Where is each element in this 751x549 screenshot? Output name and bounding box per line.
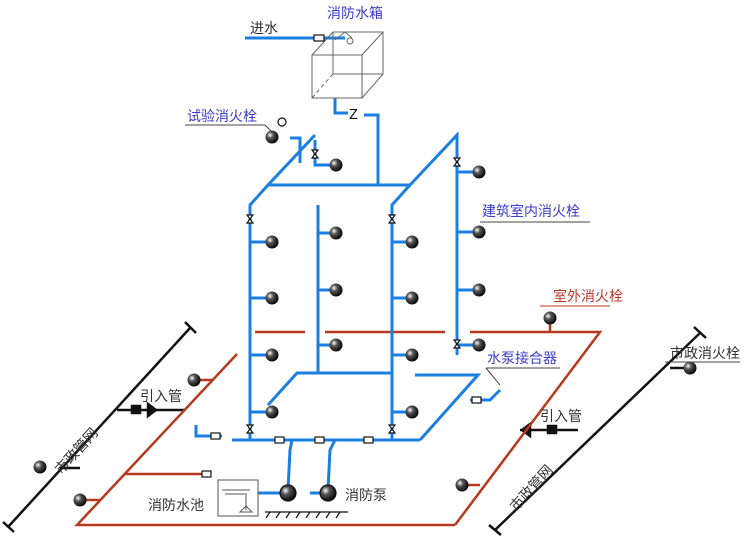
fire-pipes: [194, 36, 502, 495]
test-hydrant-label: 试验消火栓: [187, 109, 257, 125]
fire-pump-icons: [265, 484, 348, 519]
fire-tank: [311, 31, 384, 99]
fire-tank-label: 消防水箱: [327, 6, 383, 22]
water-in-label: 进水: [250, 21, 278, 37]
fire-pool-label: 消防水池: [148, 498, 204, 514]
check-valve-icon: Z: [349, 108, 358, 123]
fire-pump-label: 消防泵: [345, 488, 387, 504]
inlet-pipe-right-label: 引入管: [540, 409, 582, 425]
municipal-hydrant-label: 市政消火栓: [670, 346, 740, 362]
valve-icons: [201, 34, 482, 478]
inlet-pipe-left-label: 引入管: [140, 389, 182, 405]
indoor-hydrant-label: 建筑室内消火栓: [482, 204, 580, 220]
label-leaders: [185, 124, 740, 386]
pump-adapter-label: 水泵接合器: [487, 351, 557, 367]
outdoor-hydrant-label: 室外消火栓: [553, 289, 623, 305]
hydrant-icons: [33, 130, 697, 507]
fire-pool: [217, 479, 259, 517]
